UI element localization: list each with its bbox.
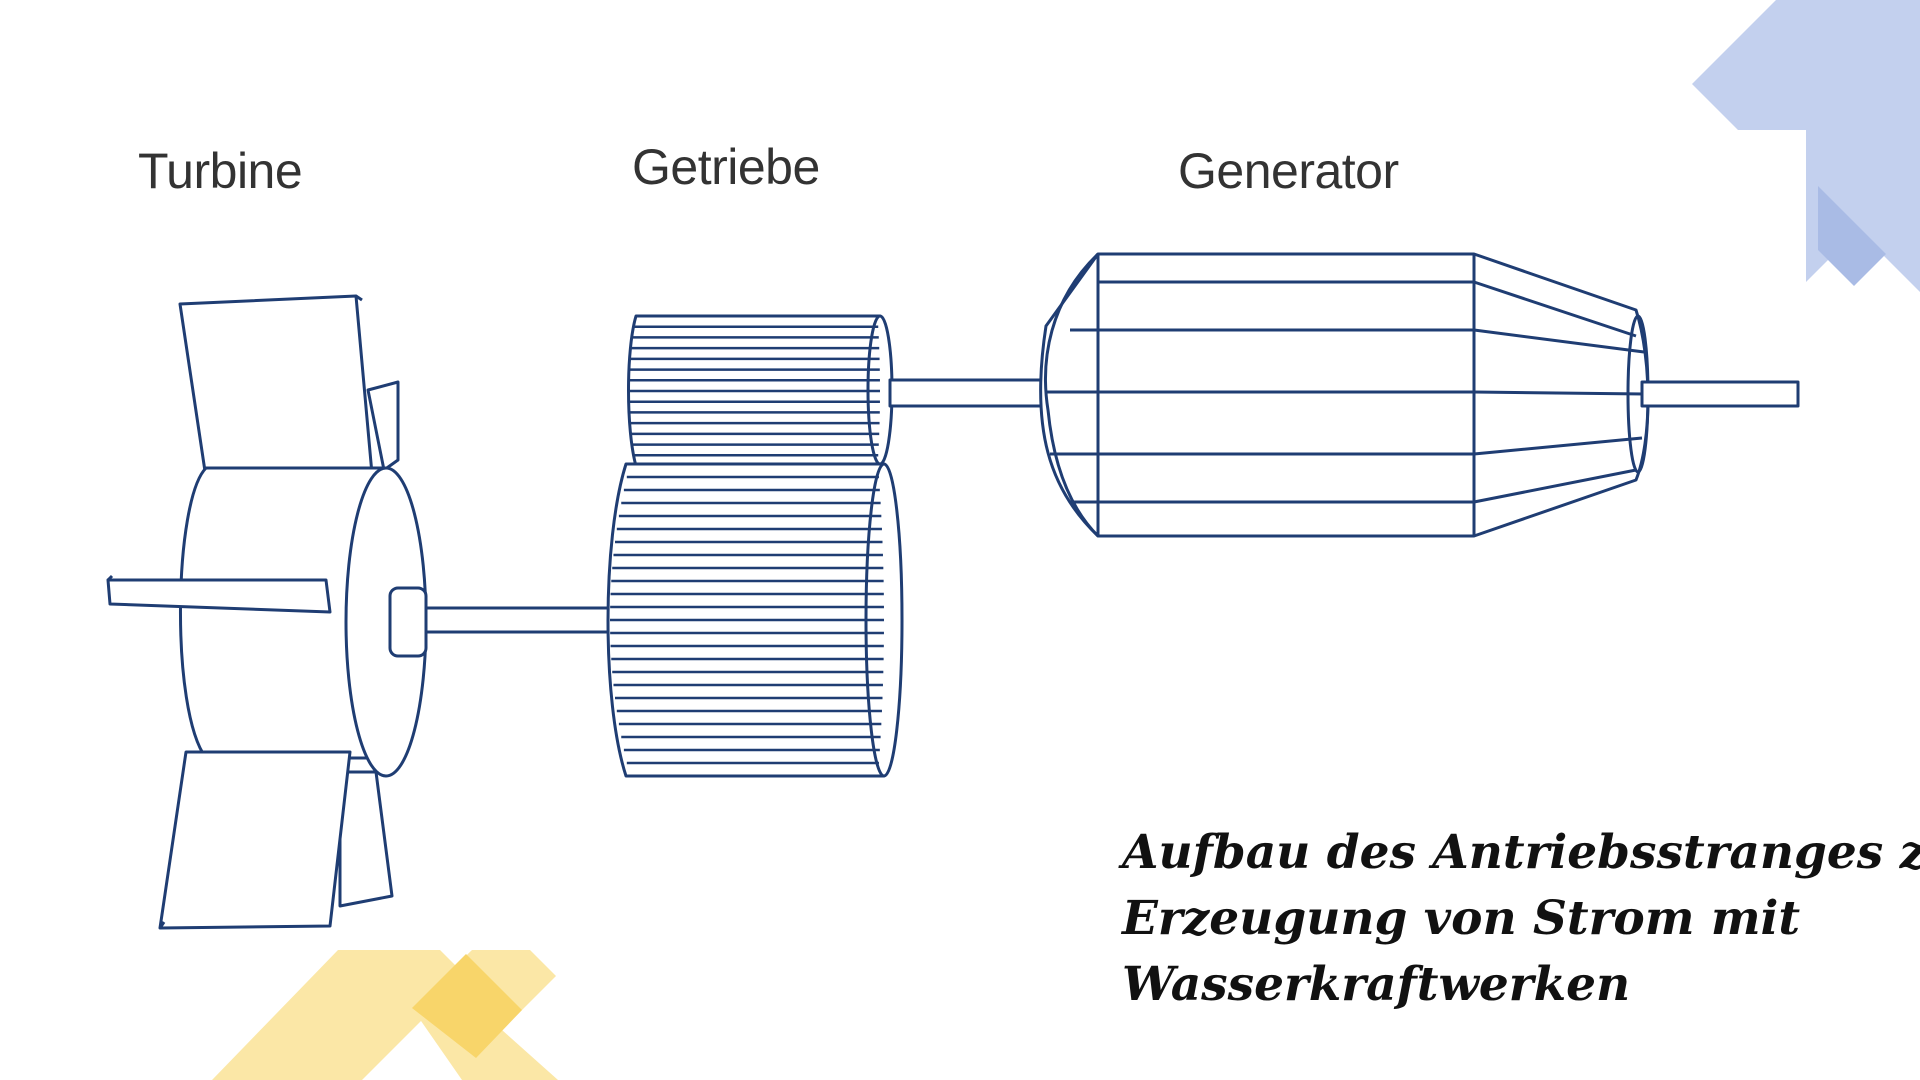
- diagram-caption: Aufbau des Antriebsstranges zur Erzeugun…: [1122, 820, 1920, 1018]
- label-generator: Generator: [1178, 143, 1399, 199]
- turbine-drawing: [106, 294, 614, 930]
- turbine-blade-top-edge: [355, 294, 363, 302]
- deco-blue-arrow: [1692, 0, 1920, 292]
- turbine-blade-left: [106, 578, 332, 614]
- caption-line-2: Erzeugung von Strom mit: [1122, 891, 1801, 946]
- turbine-shaft: [424, 606, 614, 634]
- label-turbine: Turbine: [138, 143, 303, 199]
- turbine-blade-top-back: [366, 380, 400, 472]
- generator-output-shaft: [1640, 380, 1800, 408]
- turbine-shaft-collar: [388, 586, 428, 658]
- deco-blue-diamond: [1818, 186, 1886, 286]
- deco-yellow-overlap: [412, 954, 522, 1058]
- deco-yellow-left: [212, 950, 466, 1080]
- gearbox-gear-large-ridges: [610, 475, 884, 765]
- gearbox-drawing: [606, 314, 1044, 778]
- decoration-top-right: [1692, 0, 1920, 292]
- label-getriebe: Getriebe: [632, 139, 820, 195]
- turbine-blade-top: [178, 294, 374, 480]
- caption-line-3: Wasserkraftwerken: [1122, 957, 1631, 1012]
- turbine-blade-bottom-edge: [158, 921, 166, 929]
- generator-front-face: [1044, 252, 1100, 538]
- turbine-blade-bottom-back: [338, 770, 394, 908]
- caption-line-1: Aufbau des Antriebsstranges zur: [1122, 825, 1920, 880]
- turbine-blade-left-edge: [106, 574, 114, 582]
- decoration-bottom-left: [212, 950, 558, 1080]
- gearbox-output-shaft: [888, 378, 1044, 408]
- turbine-blade-bottom: [158, 750, 352, 930]
- generator-body: [1039, 252, 1650, 538]
- gearbox-gear-small-ridges: [628, 325, 880, 457]
- generator-drawing: [1039, 252, 1800, 538]
- generator-longitudinal-lines: [1046, 254, 1645, 536]
